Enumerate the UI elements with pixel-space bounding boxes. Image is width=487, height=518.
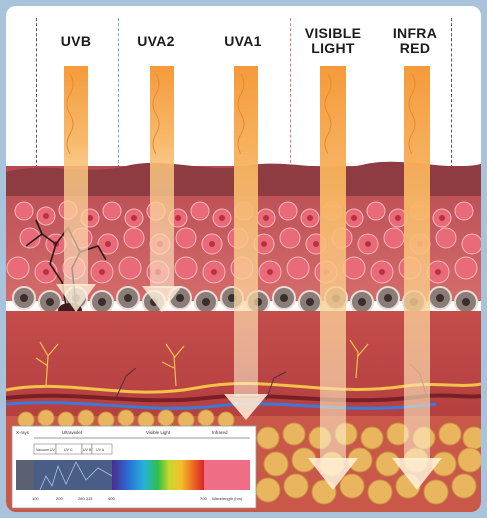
- band-label-visible: VISIBLE LIGHT: [304, 25, 362, 56]
- diagram-svg: X-rays Ultraviolet Visible Light Infrare…: [6, 66, 481, 512]
- spectrum-tick-400: 400: [108, 496, 115, 501]
- uva2-beam: [142, 66, 182, 312]
- spectrum-sub-vacuum-uv: Vacuum UV: [36, 448, 56, 452]
- band-label-uva2: UVA2: [137, 33, 175, 49]
- spectrum-tick-200: 200: [56, 496, 63, 501]
- spectrum-region-xrays: X-rays: [16, 430, 30, 435]
- spectrum-sub-uvc: UV C: [64, 448, 73, 452]
- spectrum-region-ultraviolet: Ultraviolet: [62, 430, 83, 435]
- visible-light-beam: [308, 66, 358, 490]
- skin-penetration-diagram: UVB UVA2 UVA1 VISIBLE LIGHT INFRA RED: [6, 6, 481, 512]
- band-label-uvb: UVB: [60, 33, 92, 49]
- divider-3: [290, 18, 291, 168]
- band-label-uva1: UVA1: [224, 33, 262, 49]
- uva1-beam: [224, 66, 268, 420]
- divider-2: [118, 18, 119, 168]
- spectrum-tick-100: 100: [32, 496, 39, 501]
- spectrum-sub-uva: UV A: [96, 448, 105, 452]
- spectrum-region-infrared: Infrared: [212, 430, 228, 435]
- spectrum-region-visible: Visible Light: [146, 430, 171, 435]
- uvb-beam: [56, 66, 96, 312]
- spectrum-inset: X-rays Ultraviolet Visible Light Infrare…: [11, 425, 257, 509]
- divider-1: [36, 18, 37, 168]
- spectrum-tick-280-315: 280 315: [78, 496, 93, 501]
- divider-4: [451, 18, 452, 168]
- spectrum-tick-700: 700: [200, 496, 207, 501]
- spectrum-axis-label: Wavelength (nm): [212, 496, 243, 501]
- infrared-beam: [392, 66, 442, 490]
- band-label-infrared: INFRA RED: [392, 25, 438, 56]
- spectrum-sub-uvb: UV B: [83, 448, 92, 452]
